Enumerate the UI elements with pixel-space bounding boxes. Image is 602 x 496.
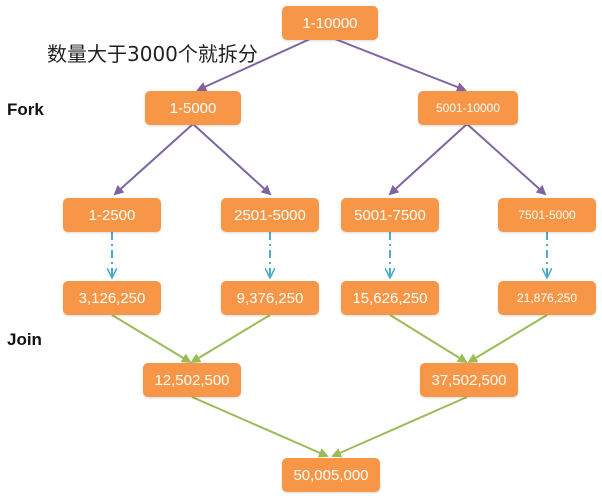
node-sum-37502500: 37,502,500 (420, 363, 518, 397)
join-arrow-right-final (331, 396, 468, 458)
node-sum-9376250: 9,376,250 (221, 281, 319, 315)
fork-arrow-left-a (113, 123, 194, 196)
fork-label: Fork (7, 100, 44, 119)
join-arrow-c (389, 314, 468, 364)
node-range-5001-10000: 5001-10000 (418, 91, 518, 125)
node-final-result: 50,005,000 (282, 458, 380, 492)
node-range-5001-7500: 5001-7500 (341, 198, 439, 232)
split-threshold-caption: 数量大于3000个就拆分 (47, 42, 258, 66)
node-sum-21876250: 21,876,250 (498, 281, 596, 315)
node-range-1-5000: 1-5000 (145, 91, 241, 125)
node-sum-12502500: 12,502,500 (143, 363, 241, 397)
join-label: Join (7, 330, 42, 349)
fork-arrow-root-right (334, 38, 467, 92)
fork-arrow-right-d (466, 123, 547, 196)
node-sum-15626250: 15,626,250 (341, 281, 439, 315)
node-sum-3126250: 3,126,250 (63, 281, 161, 315)
fork-arrow-root-left (196, 38, 311, 92)
join-arrow-a (111, 314, 192, 364)
fork-arrow-left-b (192, 123, 272, 196)
node-range-7501-5000: 7501-5000 (498, 198, 596, 232)
join-arrow-d (467, 314, 548, 364)
join-arrow-left-final (191, 396, 329, 458)
node-root-range: 1-10000 (282, 6, 378, 40)
node-range-2501-5000: 2501-5000 (221, 198, 319, 232)
node-range-1-2500: 1-2500 (63, 198, 161, 232)
fork-arrow-right-c (388, 123, 468, 196)
join-arrow-b (190, 314, 271, 364)
